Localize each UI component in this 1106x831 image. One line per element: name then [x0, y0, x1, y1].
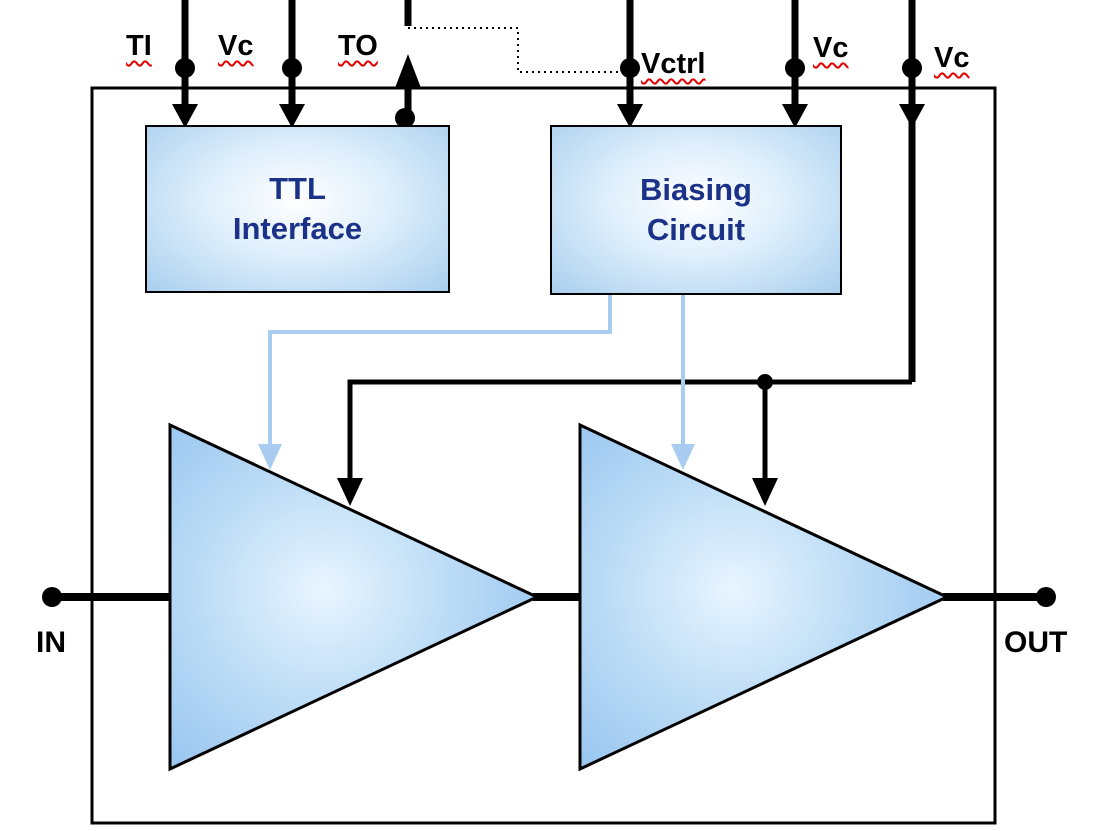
amp-stage-2	[578, 422, 951, 772]
arrow-down-vc2	[782, 104, 808, 128]
bias-routing-black	[347, 379, 912, 480]
port-label-out: OUT	[1004, 626, 1068, 659]
dot-ti	[175, 58, 195, 78]
block-ttl-label-line2: Interface	[232, 211, 363, 246]
arrow-up-to	[395, 54, 421, 88]
pin-label-ti: TI	[126, 30, 152, 62]
arrow-down-bias-stage2	[752, 478, 778, 506]
arrow-down-control-stage1	[258, 444, 282, 470]
dot-vctrl	[620, 58, 640, 78]
dotted-link-to-vctrl	[408, 27, 626, 73]
block-biasing-label-line1: Biasing	[640, 172, 752, 208]
dot-vc2	[785, 58, 805, 78]
block-ttl-interface: TTL Interface	[145, 125, 450, 293]
bias-wire-stage1	[347, 379, 912, 480]
arrow-down-vc3	[899, 104, 925, 128]
pin-label-vc2: Vc	[813, 32, 849, 64]
dot-out	[1036, 587, 1056, 607]
amp-stage-1	[168, 422, 541, 772]
dot-in	[42, 587, 62, 607]
arrow-down-vctrl	[617, 104, 643, 128]
dot-bias-junction	[757, 374, 773, 390]
block-biasing-label-line2: Circuit	[646, 212, 746, 247]
control-routing-blue	[268, 292, 685, 446]
pin-arrowheads	[172, 104, 925, 128]
port-label-in: IN	[36, 626, 66, 659]
connection-dots	[42, 58, 1056, 607]
pin-label-vc3: Vc	[934, 42, 970, 74]
block-ttl-label-line1: TTL	[269, 171, 326, 207]
arrow-down-bias-stage1	[337, 478, 363, 506]
arrow-down-ti	[172, 104, 198, 128]
dot-vc1	[282, 58, 302, 78]
control-wire-stage1	[268, 292, 612, 446]
pin-label-vc1: Vc	[218, 30, 254, 62]
dot-vc3	[902, 58, 922, 78]
arrow-down-control-stage2	[671, 444, 695, 470]
chip-boundary	[90, 86, 997, 825]
block-biasing-circuit: Biasing Circuit	[550, 125, 842, 295]
dot-to	[395, 108, 415, 128]
arrow-down-vc1	[279, 104, 305, 128]
pin-label-vctrl: Vctrl	[641, 48, 706, 80]
pin-label-to: TO	[338, 30, 378, 62]
